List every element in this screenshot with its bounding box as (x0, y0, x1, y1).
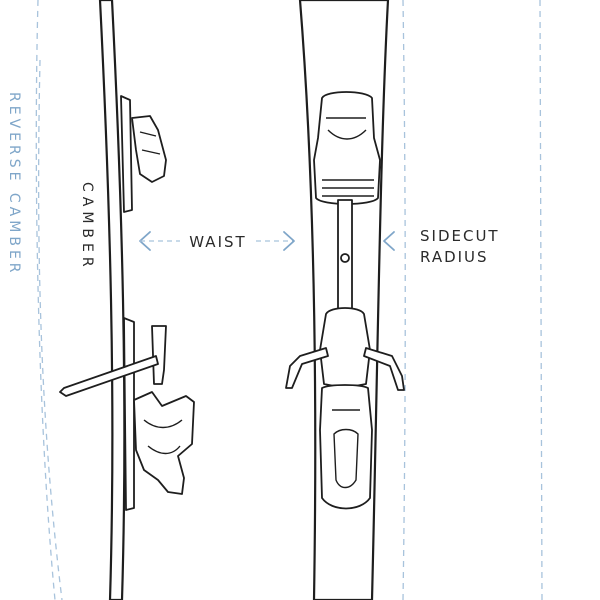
heel-piece-detail (143, 419, 183, 455)
brake-wing-left (285, 347, 329, 389)
camber-label: CAMBER (79, 182, 95, 272)
reverse-camber-guide (35, 0, 63, 600)
toe-piece-top-detail (322, 117, 374, 197)
waist-right-arrow-icon (283, 231, 295, 251)
waist-arrows (139, 231, 295, 251)
heel-piece-top (285, 307, 405, 510)
brake-lever-upright (151, 325, 167, 385)
toe-piece-detail (139, 131, 161, 155)
toe-piece-top-housing (313, 91, 381, 205)
toe-piece-housing (131, 115, 167, 183)
heel-piece-base (123, 317, 135, 511)
ski-side-profile (98, 0, 126, 600)
heel-plate-detail (332, 409, 360, 489)
brake-arm (59, 355, 159, 397)
sidecut-label-line1: SIDECUT (420, 227, 500, 245)
heel-piece-top-housing (319, 307, 371, 389)
reverse-camber-guide-line-inner (37, 59, 63, 600)
sidecut-guide-line-outer (539, 0, 543, 600)
sidecut-radius-guide (402, 0, 543, 600)
heel-plate (319, 384, 373, 510)
reverse-camber-label: REVERSE CAMBER (6, 92, 22, 277)
heel-piece-side (59, 317, 195, 511)
heel-piece-housing (133, 391, 195, 495)
sidecut-arrow-icon (383, 231, 395, 251)
ski-top-view (285, 0, 405, 600)
toe-piece-base (120, 95, 133, 213)
sidecut-label-line2: RADIUS (420, 248, 489, 266)
sidecut-guide-line-inner (402, 0, 406, 600)
reverse-camber-guide-line-outer (35, 0, 56, 600)
ski-side-view (59, 0, 195, 600)
toe-piece-top (313, 91, 381, 205)
toe-piece-side (120, 95, 167, 213)
brake-wing-right (363, 347, 405, 391)
waist-label: WAIST (189, 233, 246, 251)
rail-pin (340, 253, 350, 263)
